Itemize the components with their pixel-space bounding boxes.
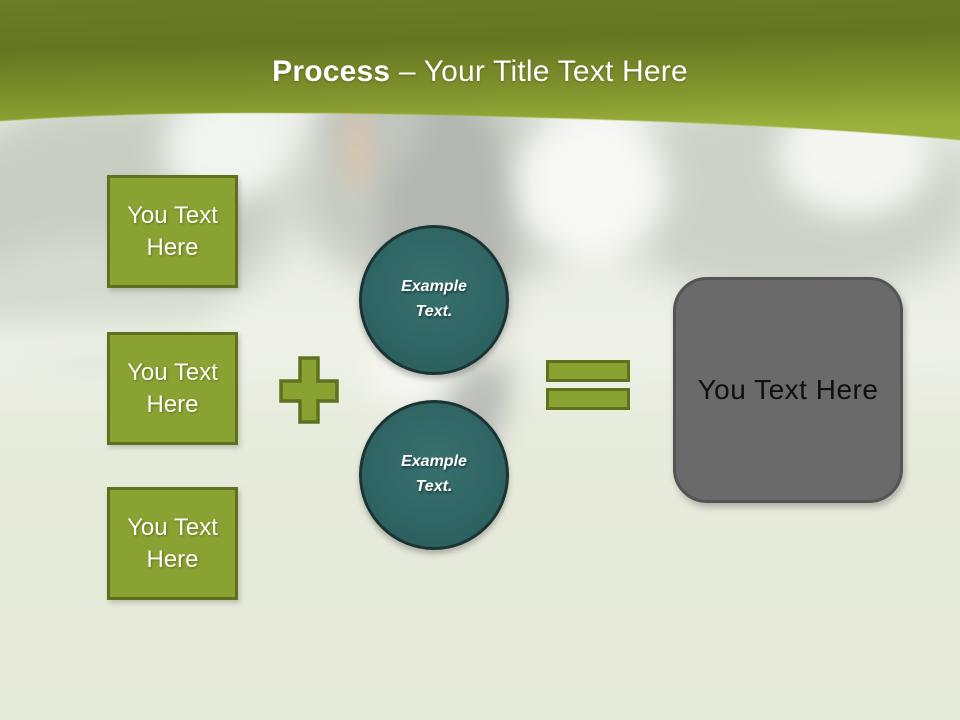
equals-shape[interactable] bbox=[546, 360, 630, 410]
equals-icon bbox=[546, 360, 630, 382]
header-band bbox=[0, 0, 960, 141]
title-emphasis: Process bbox=[272, 55, 391, 88]
example-circle-1[interactable]: Example Text. bbox=[359, 225, 509, 375]
plus-shape[interactable] bbox=[279, 356, 339, 424]
text-box-1-label: You Text Here bbox=[127, 201, 218, 261]
example-circle-1-label: Example Text. bbox=[401, 278, 467, 320]
equals-icon bbox=[546, 388, 630, 410]
title-rest: – Your Title Text Here bbox=[390, 55, 688, 88]
text-box-2-label: You Text Here bbox=[127, 358, 218, 418]
text-box-3[interactable]: You Text Here bbox=[107, 487, 238, 600]
result-box-label: You Text Here bbox=[697, 374, 879, 405]
example-circle-2[interactable]: Example Text. bbox=[359, 400, 509, 550]
text-box-1[interactable]: You Text Here bbox=[107, 175, 238, 288]
text-box-3-label: You Text Here bbox=[127, 513, 218, 573]
result-box[interactable]: You Text Here bbox=[673, 277, 903, 503]
plus-icon bbox=[279, 356, 339, 424]
text-box-2[interactable]: You Text Here bbox=[107, 332, 238, 445]
sky-patch bbox=[495, 95, 685, 275]
example-circle-2-label: Example Text. bbox=[401, 453, 467, 495]
slide-title[interactable]: Process – Your Title Text Here bbox=[0, 55, 960, 99]
golf-club bbox=[342, 105, 372, 195]
